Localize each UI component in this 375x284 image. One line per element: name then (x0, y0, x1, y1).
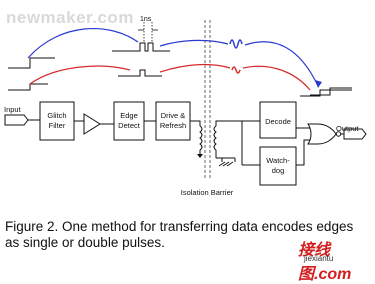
brand-subtext: jiexiantu (304, 254, 334, 263)
buffer-icon (83, 113, 101, 135)
svg-text:dog: dog (272, 166, 285, 175)
isolation-barrier-label: Isolation Barrier (181, 188, 234, 197)
transformer-icon (190, 120, 260, 167)
svg-text:Detect: Detect (118, 121, 141, 130)
output-arrow: Output (336, 124, 367, 140)
input-label: Input (4, 105, 22, 114)
svg-text:Edge: Edge (120, 111, 138, 120)
svg-text:Drive &: Drive & (161, 111, 186, 120)
and-gate-icon (296, 123, 342, 166)
svg-text:Refresh: Refresh (160, 121, 186, 130)
decode-label: Decode (265, 117, 291, 126)
caption-line-1: Figure 2. One method for transferring da… (5, 219, 354, 234)
edge-detect-block: Edge Detect (113, 101, 145, 141)
figure-caption: Figure 2. One method for transferring da… (5, 219, 370, 251)
watchdog-block: Watch- dog (259, 146, 297, 186)
glitch-filter-block: Glitch Filter (39, 101, 75, 141)
blue-waveform (8, 27, 352, 96)
red-waveform (8, 63, 352, 97)
watermark-text: newmaker.com (6, 8, 134, 27)
glitch-filter-line2: Filter (49, 121, 66, 130)
glitch-annotation: 1ns (138, 16, 158, 42)
glitch-filter-line1: Glitch (47, 111, 66, 120)
glitch-width-label: 1ns (140, 16, 152, 23)
decode-block: Decode (241, 101, 297, 166)
input-arrow: Input (4, 105, 40, 126)
caption-line-2: as single or double pulses. (5, 235, 165, 250)
svg-text:Watch-: Watch- (266, 156, 290, 165)
drive-refresh-block: Drive & Refresh (155, 101, 191, 141)
isolator-diagram: 1ns Input Glitch Filter Edge Detect Driv… (4, 16, 367, 197)
